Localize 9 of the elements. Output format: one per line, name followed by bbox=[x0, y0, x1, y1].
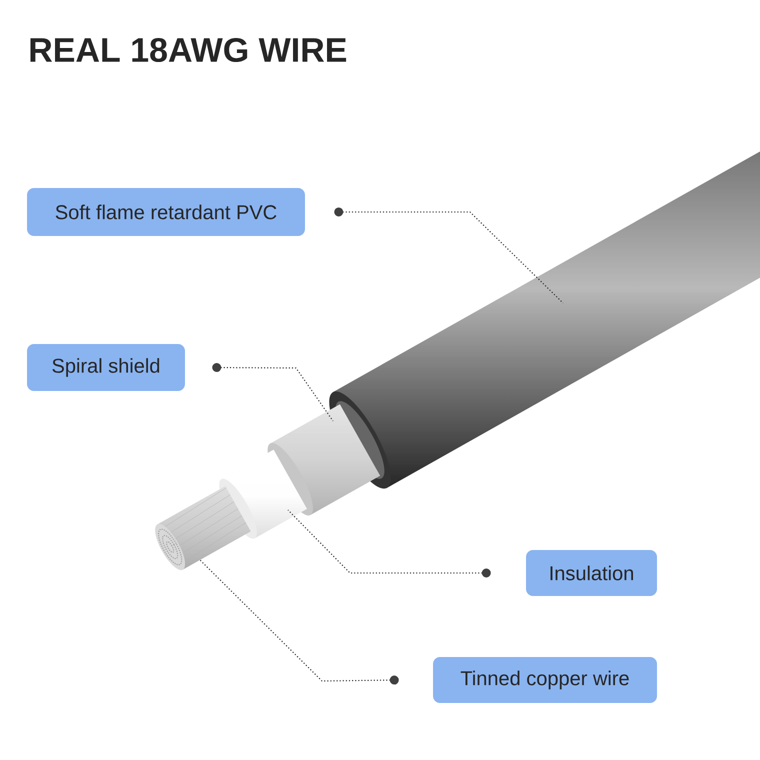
title: REAL 18AWG WIRE bbox=[30, 38, 346, 62]
leader-line bbox=[288, 510, 491, 578]
leader-line bbox=[334, 208, 564, 304]
leader-line bbox=[212, 363, 334, 422]
label-box: Tinned copper wire bbox=[433, 657, 657, 703]
label-box: Spiral shield bbox=[27, 344, 185, 391]
label-box: Insulation bbox=[526, 550, 657, 596]
leader-line bbox=[200, 560, 399, 685]
label-box: Soft flame retardant PVC bbox=[27, 188, 305, 236]
